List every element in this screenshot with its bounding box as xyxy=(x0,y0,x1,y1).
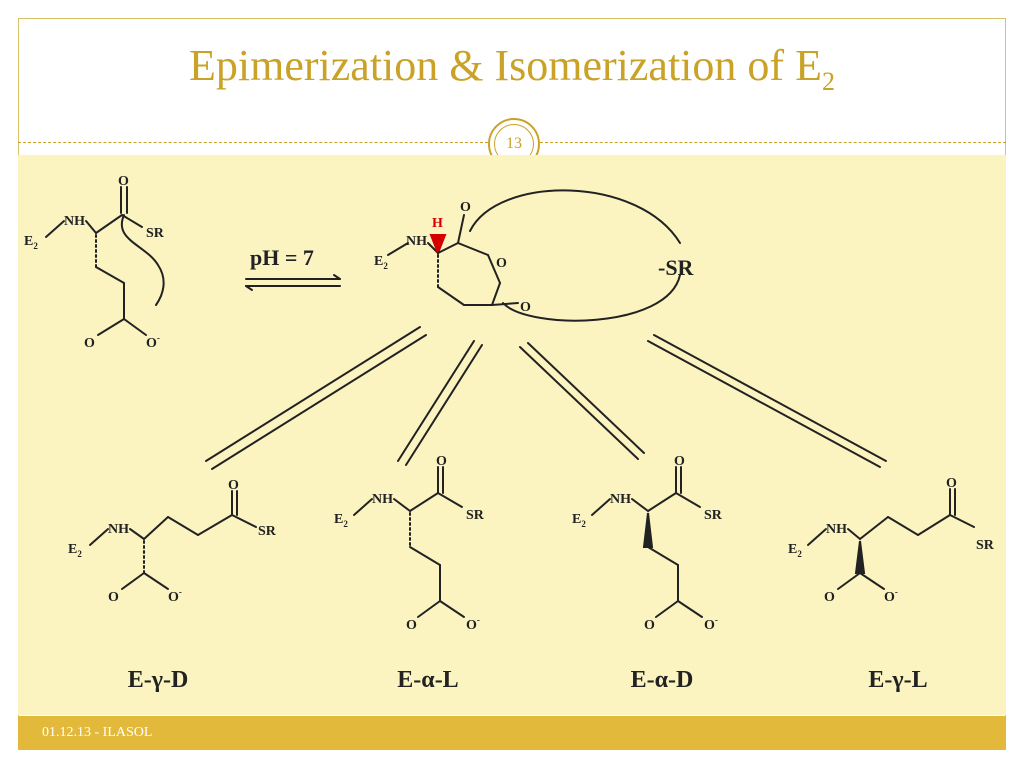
p3-ominus-label: O- xyxy=(704,615,718,633)
carboxyl-o-label: O xyxy=(84,336,95,351)
p2-o2-label: O xyxy=(406,618,417,633)
arrow-to-e-gamma-l xyxy=(647,334,887,468)
arrow-to-e-alpha-d xyxy=(519,342,645,460)
title-subscript: 2 xyxy=(821,66,835,96)
thiolate-label: -SR xyxy=(658,255,695,280)
p1-ominus-label: O- xyxy=(168,587,182,605)
p4-o-label: O xyxy=(946,476,957,491)
product-label-e-alpha-d: E-α-D xyxy=(631,667,694,693)
p4-sr-label: SR xyxy=(976,538,995,553)
p4-ominus-label: O- xyxy=(884,587,898,605)
cyclic-o-bottom-label: O xyxy=(520,300,531,315)
cyclic-o-top-label: O xyxy=(460,200,471,215)
p4-e2-label: E2 xyxy=(788,542,802,559)
p1-o2-label: O xyxy=(108,590,119,605)
ph-condition-label: pH = 7 xyxy=(250,245,314,270)
p4-o2-label: O xyxy=(824,590,835,605)
p3-sr-label: SR xyxy=(704,508,723,523)
p1-e2-label: E2 xyxy=(68,542,82,559)
reaction-scheme: E2 NH O SR O O- pH = 7 E2 NH H O O O -SR… xyxy=(24,174,995,693)
arrow-to-e-alpha-l xyxy=(397,340,483,466)
product-label-e-gamma-l: E-γ-L xyxy=(868,667,927,693)
title-text: Epimerization & Isomerization of E xyxy=(189,41,822,90)
page-number: 13 xyxy=(506,135,522,152)
product-label-e-alpha-l: E-α-L xyxy=(397,667,458,693)
p3-nh-label: NH xyxy=(610,492,631,507)
p1-nh-label: NH xyxy=(108,522,129,537)
p1-sr-label: SR xyxy=(258,524,277,539)
equilibrium-arrow-ph7 xyxy=(245,274,341,291)
p2-o-label: O xyxy=(436,454,447,469)
e-alpha-d-molecule xyxy=(591,466,703,618)
nh-label: NH xyxy=(64,214,85,229)
cyclic-e2-label: E2 xyxy=(374,254,388,271)
cyclic-o-ring-label: O xyxy=(496,256,507,271)
p2-sr-label: SR xyxy=(466,508,485,523)
product-label-e-gamma-d: E-γ-D xyxy=(128,667,189,693)
e-gamma-d-molecule xyxy=(89,490,257,590)
stereo-h-label: H xyxy=(432,216,443,231)
p2-e2-label: E2 xyxy=(334,512,348,529)
cyclic-nh-label: NH xyxy=(406,234,427,249)
p3-o-label: O xyxy=(674,454,685,469)
slide-title: Epimerization & Isomerization of E2 xyxy=(0,40,1024,97)
footer-text: 01.12.13 - ILASOL xyxy=(42,725,153,740)
reaction-diagram: E2 NH O SR O O- pH = 7 E2 NH H O O O -SR… xyxy=(18,155,1006,715)
e-gamma-l-molecule xyxy=(807,488,975,590)
glutamyl-thioester-molecule xyxy=(45,186,165,336)
title-divider-left xyxy=(18,142,488,143)
p2-ominus-label: O- xyxy=(466,615,480,633)
carboxylate-o-label: O- xyxy=(146,333,160,351)
sr-label: SR xyxy=(146,226,165,241)
p3-e2-label: E2 xyxy=(572,512,586,529)
p3-o2-label: O xyxy=(644,618,655,633)
arrow-to-e-gamma-d xyxy=(205,326,427,470)
e2-label: E2 xyxy=(24,234,38,251)
cyclic-anhydride-molecule xyxy=(387,189,681,322)
carbonyl-o-label: O xyxy=(118,174,129,189)
p2-nh-label: NH xyxy=(372,492,393,507)
p4-nh-label: NH xyxy=(826,522,847,537)
e-alpha-l-molecule xyxy=(353,466,465,618)
title-divider-right xyxy=(540,142,1006,143)
footer-bar: 01.12.13 - ILASOL xyxy=(18,716,1006,750)
p1-o-label: O xyxy=(228,478,239,493)
